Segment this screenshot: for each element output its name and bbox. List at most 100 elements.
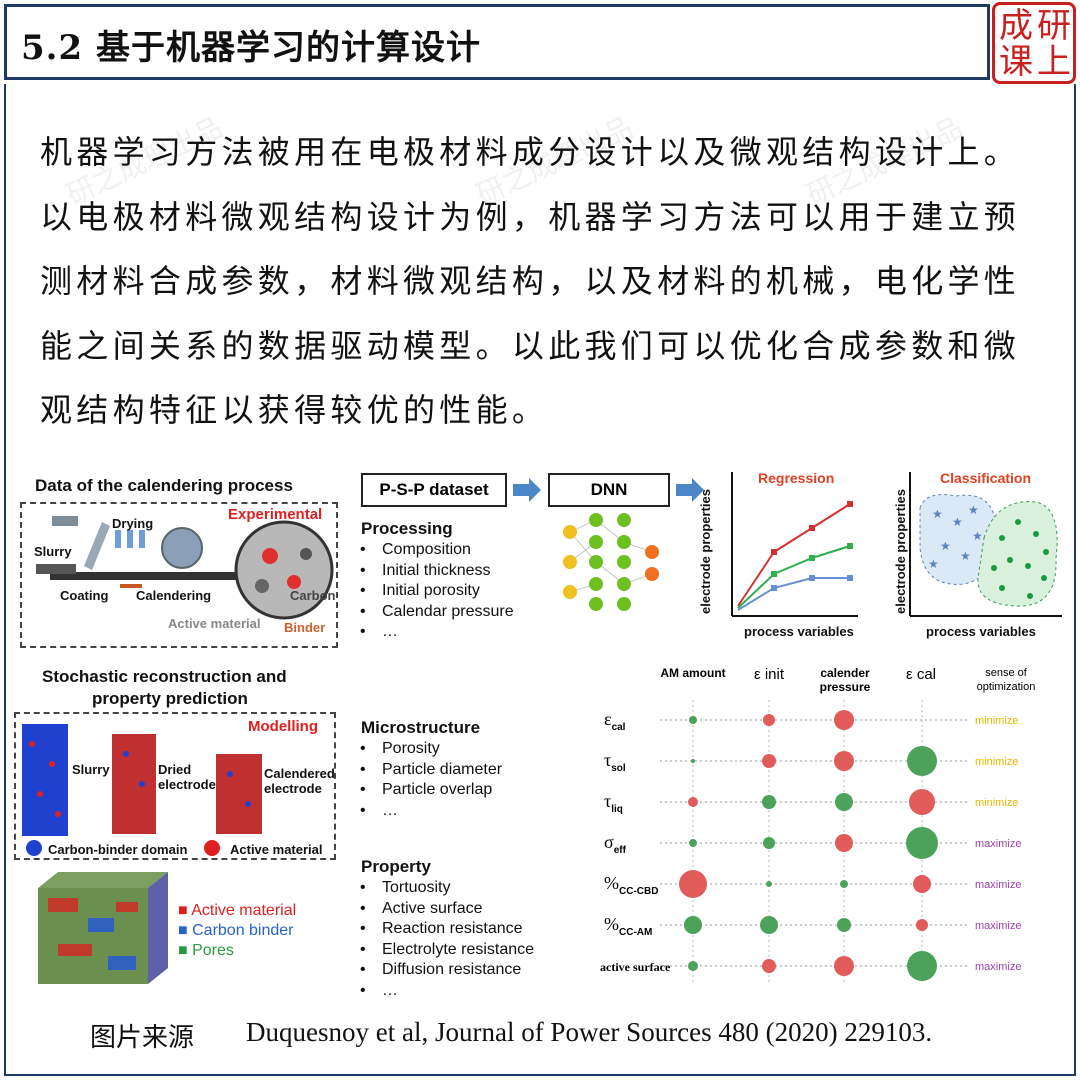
sensitivity-bubble xyxy=(691,759,695,763)
sensitivity-bubble xyxy=(834,751,854,771)
sensitivity-bubble xyxy=(762,795,776,809)
arrow-icon xyxy=(676,478,704,502)
classification-ylabel: electrode properties xyxy=(893,489,908,614)
list-item: Diffusion resistance xyxy=(360,960,534,981)
dataset-box: P-S-P dataset xyxy=(361,473,507,507)
list-item: Electrolyte resistance xyxy=(360,940,534,961)
processing-list: Composition Initial thickness Initial po… xyxy=(360,540,514,643)
binder-label: Binder xyxy=(284,620,326,635)
legend-pores-label: Pores xyxy=(192,942,234,959)
sensitivity-bubble xyxy=(766,881,772,887)
neural-network-icon xyxy=(563,513,659,611)
sensitivity-bubble xyxy=(689,716,697,724)
sensitivity-bubble xyxy=(762,754,776,768)
list-item: Particle overlap xyxy=(360,780,502,801)
col-sense: sense of optimization xyxy=(976,667,1036,693)
list-item: Active surface xyxy=(360,899,534,920)
sensitivity-matrix: εcalminimizeτsolminimizeτliqminimizeσeff… xyxy=(600,700,1021,985)
citation: Duquesnoy et al, Journal of Power Source… xyxy=(246,1017,933,1047)
list-item: Composition xyxy=(360,540,514,561)
sensitivity-bubble xyxy=(762,959,776,973)
sensitivity-bubble xyxy=(834,956,854,976)
legend-carbon-label: Carbon binder xyxy=(192,922,294,939)
sensitivity-bubble xyxy=(763,837,775,849)
dnn-box: DNN xyxy=(548,473,670,507)
reconstruction-illustration xyxy=(22,724,262,856)
property-title: Property xyxy=(361,857,431,876)
row-label: active surface xyxy=(600,960,671,974)
list-item: Initial porosity xyxy=(360,581,514,602)
legend-pores: ■ Pores xyxy=(178,942,234,959)
content-border xyxy=(4,84,1076,1076)
sense-label: minimize xyxy=(975,797,1018,809)
list-item: … xyxy=(360,801,502,822)
classification-title: Classification xyxy=(940,470,1032,486)
sensitivity-bubble xyxy=(916,919,928,931)
col-ecal: ε cal xyxy=(905,666,937,683)
microstructure-list: Porosity Particle diameter Particle over… xyxy=(360,739,502,821)
sensitivity-bubble xyxy=(909,789,935,815)
source-line: 图片来源 Duquesnoy et al, Journal of Power S… xyxy=(90,1017,932,1054)
slurry-label: Slurry xyxy=(34,544,72,559)
svg-text:★: ★ xyxy=(952,515,963,529)
coating-label: Coating xyxy=(60,588,109,603)
sensitivity-bubble xyxy=(689,839,697,847)
row-label: %CC-CBD xyxy=(604,873,658,897)
seal-char: 课 xyxy=(999,42,1033,82)
regression-xlabel: process variables xyxy=(744,624,854,639)
row-label: σeff xyxy=(604,832,627,856)
svg-text:★: ★ xyxy=(968,503,979,517)
dried-label: Dried electrode xyxy=(158,762,216,792)
active-label: Active material xyxy=(168,616,261,631)
legend-carbon: ■ Carbon binder xyxy=(178,922,294,939)
svg-text:★: ★ xyxy=(972,529,983,543)
regression-title: Regression xyxy=(758,470,835,486)
row-label: τsol xyxy=(604,750,626,774)
property-list: Tortuosity Active surface Reaction resis… xyxy=(360,878,534,1002)
svg-text:★: ★ xyxy=(928,557,939,571)
calendering-illustration xyxy=(36,516,334,620)
sensitivity-bubble xyxy=(835,793,853,811)
sense-label: maximize xyxy=(975,838,1021,850)
legend-active-label: Active material xyxy=(191,902,297,919)
processing-title: Processing xyxy=(361,519,453,538)
am-label: Active material xyxy=(230,842,323,857)
seal-char: 研 xyxy=(1037,6,1071,46)
col-am: AM amount xyxy=(660,666,726,680)
modelling-tag: Modelling xyxy=(248,718,318,735)
list-item: … xyxy=(360,981,534,1002)
sensitivity-bubble xyxy=(688,961,698,971)
list-item: … xyxy=(360,622,514,643)
row-label: τliq xyxy=(604,791,623,815)
row-label: %CC-AM xyxy=(604,914,652,938)
sensitivity-bubble xyxy=(679,870,707,898)
sensitivity-bubble xyxy=(840,880,848,888)
list-item: Tortuosity xyxy=(360,878,534,899)
col-calender: calender pressure xyxy=(819,666,871,694)
svg-text:★: ★ xyxy=(932,507,943,521)
drying-label: Drying xyxy=(112,516,154,531)
title-bar: 5.2 基于机器学习的计算设计 xyxy=(4,4,990,80)
source-label: 图片来源 xyxy=(90,1023,195,1053)
sensitivity-bubble xyxy=(763,714,775,726)
row-label: εcal xyxy=(604,709,626,733)
sense-label: minimize xyxy=(975,756,1018,768)
col-einit: ε init xyxy=(753,666,785,683)
experimental-tag: Experimental xyxy=(228,506,323,523)
sense-label: maximize xyxy=(975,961,1021,973)
stochastic-box: Modelling Slurry Dried electrode Calende… xyxy=(14,712,336,860)
sensitivity-bubble xyxy=(760,916,778,934)
seal-char: 成 xyxy=(999,6,1033,46)
microstructure-cube xyxy=(38,872,168,984)
cbd-label: Carbon-binder domain xyxy=(48,842,188,857)
legend-active: ■ Active material xyxy=(178,902,297,919)
carbon-label: Carbon xyxy=(290,588,336,603)
microstructure-title: Microstructure xyxy=(361,718,481,737)
sense-label: maximize xyxy=(975,920,1021,932)
sensitivity-bubble xyxy=(913,875,931,893)
sensitivity-bubble xyxy=(834,710,854,730)
classification-xlabel: process variables xyxy=(926,624,1036,639)
slurry-label: Slurry xyxy=(72,762,110,777)
sensitivity-bubble xyxy=(684,916,702,934)
